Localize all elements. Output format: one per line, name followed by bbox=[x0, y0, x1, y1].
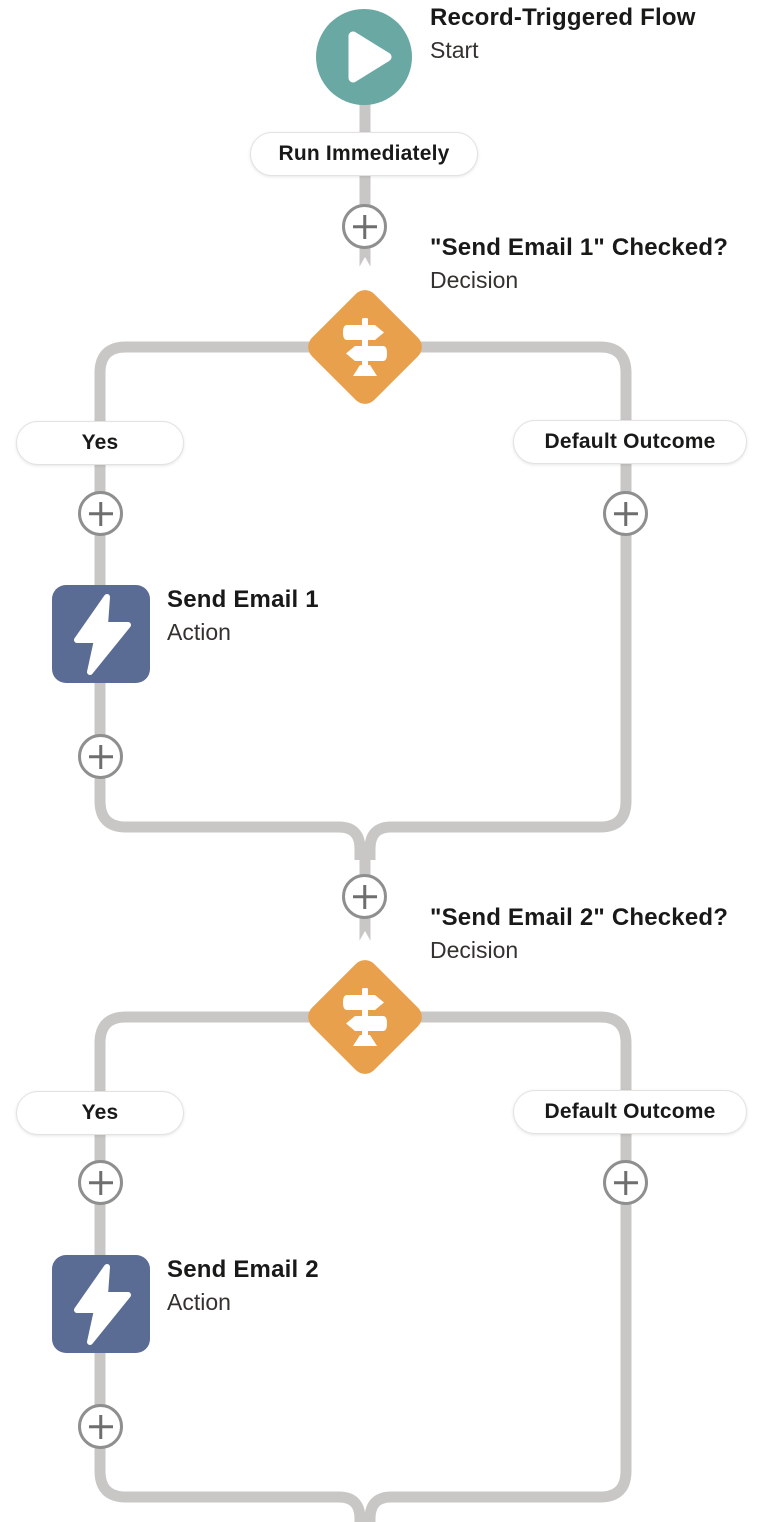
add-element-button[interactable] bbox=[342, 204, 387, 249]
action-1-label: Send Email 1 Action bbox=[167, 583, 319, 649]
action-node-1[interactable] bbox=[52, 585, 150, 683]
action-2-subtitle: Action bbox=[167, 1289, 231, 1315]
start-subtitle: Start bbox=[430, 37, 479, 63]
connector-notch bbox=[356, 257, 374, 272]
outcome-pill-yes-2: Yes bbox=[16, 1091, 184, 1135]
lightning-bolt-icon bbox=[74, 1264, 131, 1345]
decision-2-title: "Send Email 2" Checked? bbox=[430, 904, 729, 931]
signpost-icon bbox=[343, 318, 387, 376]
start-node[interactable] bbox=[316, 9, 412, 105]
action-node-2[interactable] bbox=[52, 1255, 150, 1353]
decision-node-1[interactable] bbox=[302, 284, 428, 410]
outcome-pill-yes-1: Yes bbox=[16, 421, 184, 465]
decision-node-2[interactable] bbox=[302, 954, 428, 1080]
action-1-subtitle: Action bbox=[167, 619, 231, 645]
action-2-label: Send Email 2 Action bbox=[167, 1253, 319, 1319]
connector-notch bbox=[356, 931, 374, 946]
outcome-pill-default-1: Default Outcome bbox=[513, 420, 747, 464]
decision-1-subtitle: Decision bbox=[430, 267, 519, 293]
outcome-pill-default-2: Default Outcome bbox=[513, 1090, 747, 1134]
add-element-button[interactable] bbox=[78, 1404, 123, 1449]
add-element-button[interactable] bbox=[78, 1160, 123, 1205]
play-icon bbox=[348, 31, 392, 83]
lightning-bolt-icon bbox=[74, 594, 131, 675]
trigger-label-pill: Run Immediately bbox=[250, 132, 478, 176]
action-1-title: Send Email 1 bbox=[167, 586, 319, 613]
action-2-title: Send Email 2 bbox=[167, 1256, 319, 1283]
signpost-icon bbox=[343, 988, 387, 1046]
add-element-button[interactable] bbox=[603, 491, 648, 536]
add-element-button[interactable] bbox=[342, 874, 387, 919]
add-element-button[interactable] bbox=[78, 491, 123, 536]
add-element-button[interactable] bbox=[78, 734, 123, 779]
decision-1-title: "Send Email 1" Checked? bbox=[430, 234, 729, 261]
start-node-label: Record-Triggered Flow Start bbox=[430, 1, 696, 67]
start-title: Record-Triggered Flow bbox=[430, 4, 696, 31]
decision-1-label: "Send Email 1" Checked? Decision bbox=[430, 231, 728, 297]
decision-2-label: "Send Email 2" Checked? Decision bbox=[430, 901, 728, 967]
add-element-button[interactable] bbox=[603, 1160, 648, 1205]
decision-2-subtitle: Decision bbox=[430, 937, 519, 963]
